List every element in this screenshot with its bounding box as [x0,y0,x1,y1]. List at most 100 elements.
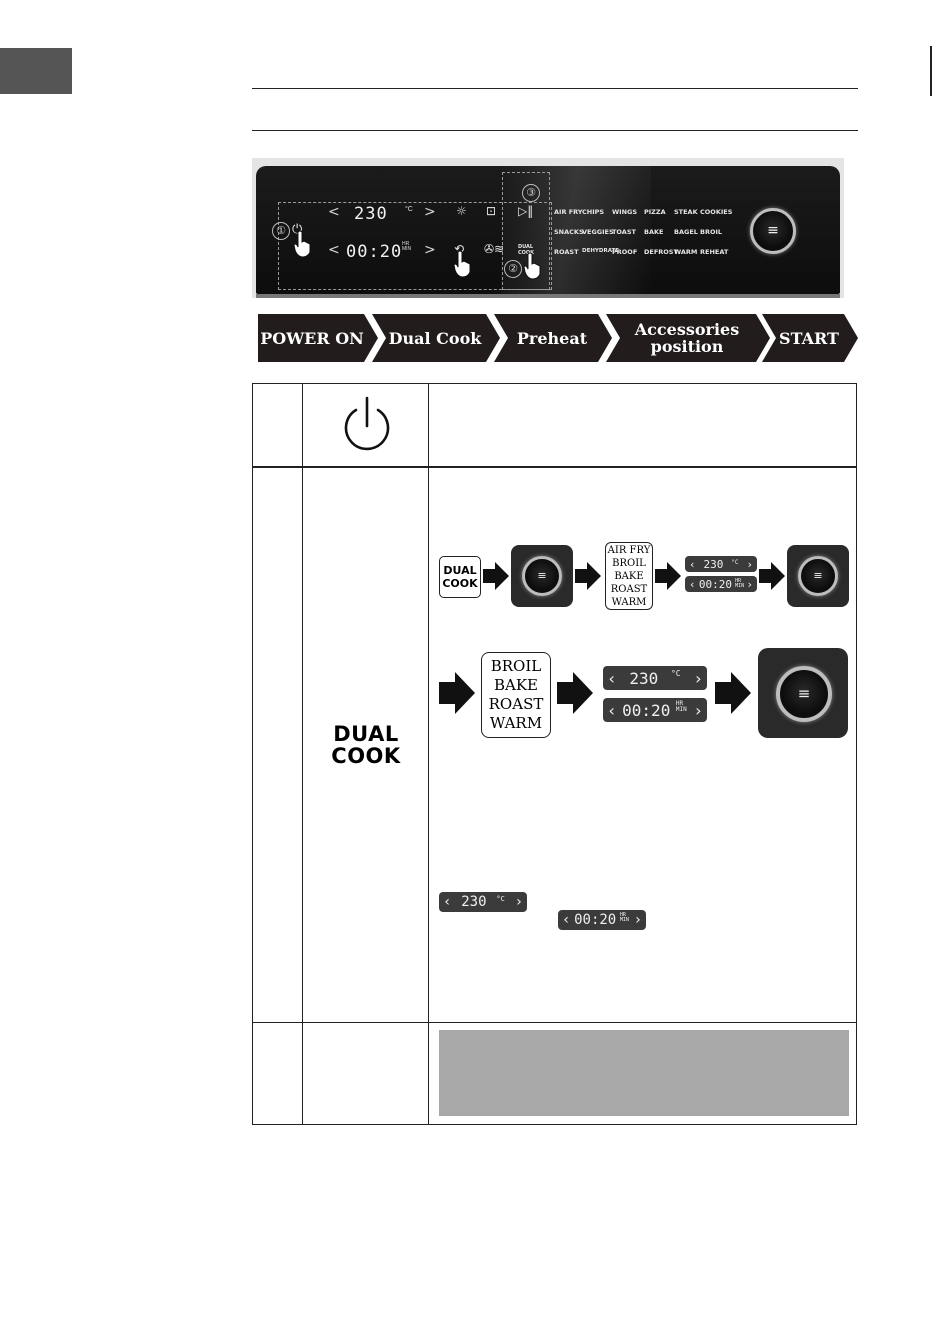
heading-rule [252,130,858,131]
chevron-left-icon: ‹ [689,557,696,571]
program-item: AIR FRY [607,544,651,556]
chevron-right-icon: › [746,577,753,591]
step-3: Preheat [494,314,612,362]
program-label[interactable]: WARM [674,248,698,256]
power-key-icon[interactable]: ⏻ [292,222,303,237]
marker-3: ③ [522,184,540,202]
chevron-left-icon: ‹ [607,700,617,720]
program-list-box: BROIL BAKE ROAST WARM [481,652,551,738]
program-label[interactable]: PIZZA [644,208,666,216]
row-divider [253,466,856,468]
panel-bottom-edge [256,294,840,298]
step-1: POWER ON [258,314,378,362]
time-value: 00:20 [574,912,617,928]
program-label[interactable]: WINGS [612,208,638,216]
chevron-left-icon: ‹ [562,912,571,928]
arrow-right-icon [557,672,593,714]
program-label[interactable]: SNACKS [554,228,584,236]
program-item: WARM [489,714,543,732]
temp-value: 230 [461,894,487,910]
dual-cook-label-line2: COOK [331,744,401,768]
start-pause-icon[interactable]: ▷‖ [518,204,534,218]
program-label[interactable]: DEHYDRATE [582,248,620,254]
panel-time-display: 00:20 [346,242,403,262]
chevron-right-icon: › [693,668,703,688]
instruction-table: DUAL COOK DUAL COOK ≡ AIR FRY BROIL BAKE… [252,383,857,1125]
control-knob[interactable]: ≡ [750,208,796,254]
menu-icon: ≡ [797,684,811,703]
dual-cook-key[interactable]: DUAL COOK [518,244,535,256]
fan-icon[interactable]: ✇≋ [484,242,505,256]
temp-increase-icon[interactable]: > [424,204,436,220]
temp-unit: °C [731,559,739,566]
temp-decrease-icon[interactable]: < [328,204,340,220]
program-label[interactable]: AIR FRY [554,208,583,216]
light-icon[interactable]: ☼ [456,204,467,218]
arrow-right-icon [759,562,785,590]
rotisserie-icon[interactable]: ⟲ [454,242,465,256]
badge-line2: COOK [442,577,478,590]
program-label[interactable]: BROIL [700,228,723,236]
pointing-hand-icon [453,250,471,278]
marker-2: ② [504,260,522,278]
program-label[interactable]: BAGEL [674,228,698,236]
chevron-left-icon: ‹ [443,894,452,910]
pointing-hand-icon [293,230,311,258]
control-panel-surface: ① ② ③ ⏻ < 230 °C > < 00:20 HR MIN > ☼ ⊡ … [256,166,840,294]
chevron-right-icon: › [746,557,753,571]
menu-icon: ≡ [767,222,779,239]
badge-line1: DUAL [443,564,477,577]
program-label[interactable]: STEAK [674,208,698,216]
temp-display: ‹230°C› [685,556,757,572]
dual-cook-badge: DUAL COOK [439,556,481,598]
panel-temp-display: 230 [354,204,388,224]
program-label[interactable]: VEGGIES [582,228,614,236]
time-unit: HR MIN [735,578,745,589]
time-value: 00:20 [698,577,732,591]
program-label[interactable]: ROAST [554,248,579,256]
note-box [439,1030,849,1116]
language-tab [0,48,72,94]
knob-tile: ≡ [787,545,849,607]
knob-image: ≡ [776,666,832,722]
column-divider [428,384,429,1124]
knob-tile: ≡ [511,545,573,607]
program-label[interactable]: CHIPS [582,208,605,216]
program-label[interactable]: DEFROST [644,248,678,256]
step-4: Accessories position [606,314,770,362]
time-increase-icon[interactable]: > [424,242,436,258]
program-item: BAKE [614,570,644,582]
arrow-right-icon [715,672,751,714]
time-value: 00:20 [622,700,671,720]
step-2: Dual Cook [372,314,500,362]
power-icon [344,396,390,451]
program-item: WARM [611,596,647,608]
program-label[interactable]: REHEAT [700,248,729,256]
dual-cook-label-line1: DUAL [333,722,399,746]
temp-display: ‹230°C› [603,666,707,690]
program-label[interactable]: TOAST [612,228,636,236]
program-label[interactable]: BAKE [644,228,664,236]
temp-unit: °C [496,895,505,903]
knob-image: ≡ [798,556,838,596]
knob-tile: ≡ [758,648,848,738]
row-divider [253,1022,856,1023]
arrow-right-icon [655,562,681,590]
program-item: BAKE [493,676,538,694]
program-label[interactable]: PROOF [612,248,638,256]
knob-image: ≡ [522,556,562,596]
program-item: BROIL [612,557,646,569]
time-unit: HR MIN [619,912,629,923]
menu-icon: ≡ [537,569,547,583]
pointing-hand-icon [523,252,541,280]
chevron-right-icon: › [633,912,642,928]
program-label[interactable]: COOKIES [700,208,733,216]
time-decrease-icon[interactable]: < [328,242,340,258]
marker-1: ① [272,222,290,240]
oven-window-icon[interactable]: ⊡ [486,204,497,218]
panel-time-unit: HR MIN [402,241,412,252]
top-rule [252,88,858,89]
